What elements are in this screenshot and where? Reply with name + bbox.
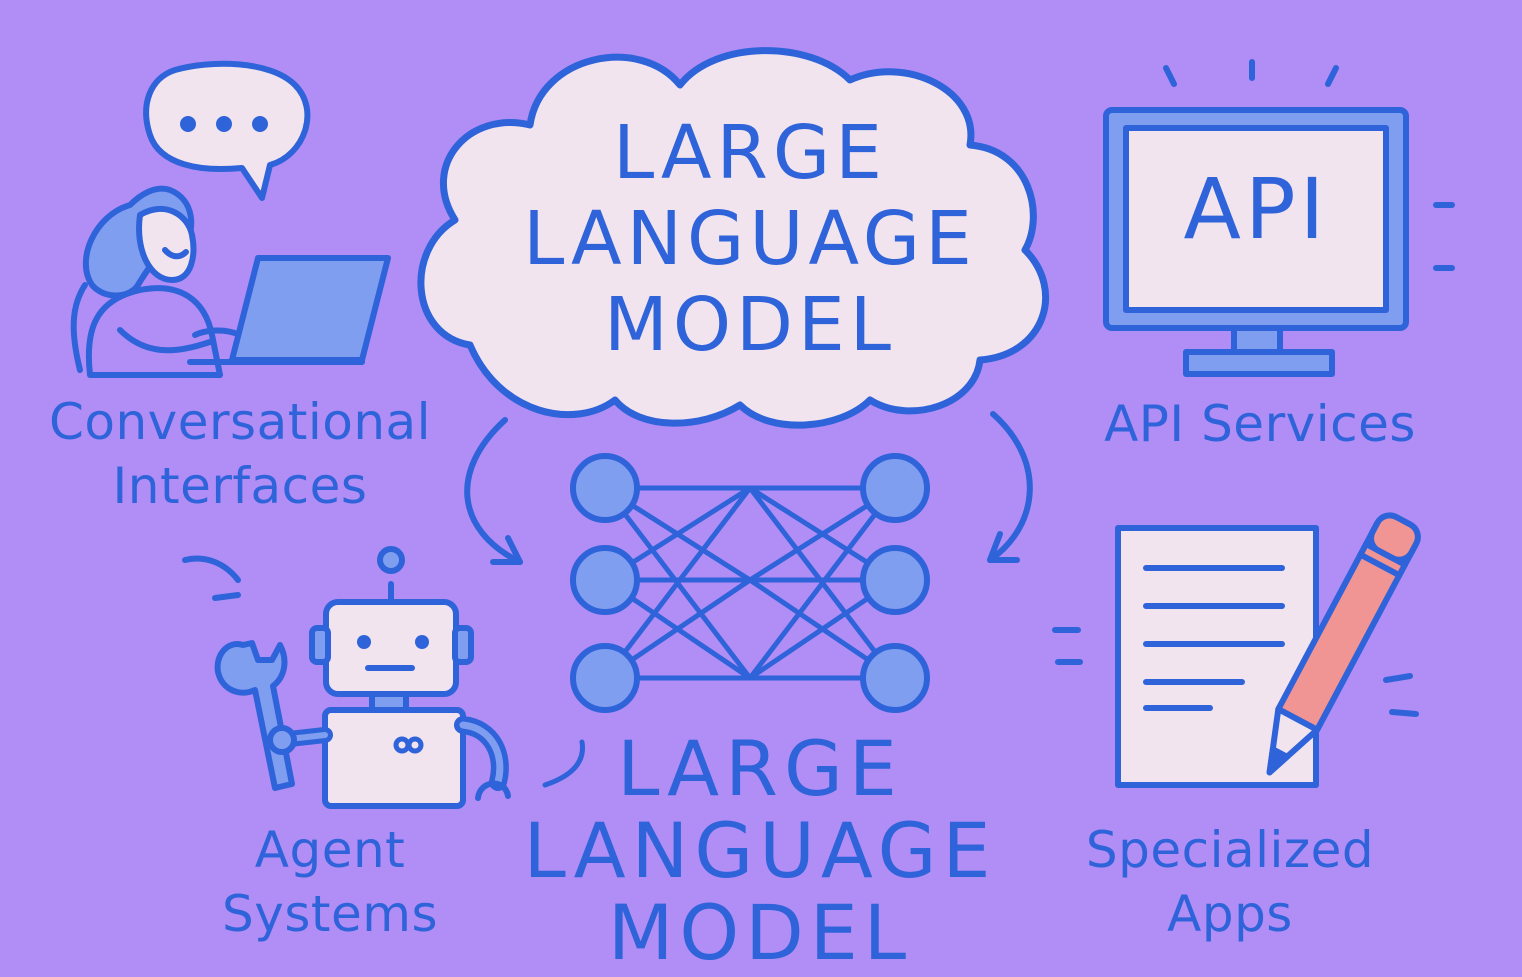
cloud-title-line: LANGUAGE — [523, 196, 977, 282]
cloud-shape — [417, 47, 1050, 429]
document-pencil-icon — [1052, 512, 1421, 788]
network-node — [860, 643, 930, 713]
squiggle-mark — [542, 739, 585, 788]
network-node — [860, 545, 930, 615]
robot-wrench-icon — [182, 546, 511, 809]
label-line: Conversational — [48, 393, 432, 451]
cloud-title-line: LARGE — [612, 110, 888, 196]
bottom-title-line: MODEL — [607, 888, 913, 977]
arrow-right — [987, 411, 1033, 563]
specialized-apps-label: Specialized Apps — [1060, 818, 1400, 946]
bottom-title-line: LANGUAGE — [523, 806, 997, 895]
cloud-title-line: MODEL — [603, 282, 897, 368]
network-node — [570, 453, 640, 523]
arrow-left — [464, 417, 523, 565]
conversational-interfaces-label: Conversational Interfaces — [40, 390, 440, 518]
neural-network-icon — [570, 453, 930, 713]
api-services-label: API Services — [1080, 392, 1440, 456]
network-node — [860, 453, 930, 523]
bottom-title-line: LARGE — [617, 724, 903, 813]
monitor-screen-text: API — [1183, 160, 1329, 258]
label-line: Systems — [222, 885, 438, 943]
cloud-title: LARGE LANGUAGE MODEL — [470, 110, 1030, 368]
label-line: API Services — [1104, 395, 1416, 453]
label-line: Agent — [254, 821, 406, 879]
label-line: Interfaces — [112, 457, 368, 515]
network-node — [570, 545, 640, 615]
label-line: Specialized — [1085, 821, 1375, 879]
network-edge — [602, 485, 753, 681]
network-edge — [747, 485, 898, 681]
person-laptop-chat-icon — [70, 60, 391, 378]
network-node — [570, 643, 640, 713]
bottom-title: LARGE LANGUAGE MODEL — [500, 728, 1020, 974]
label-line: Apps — [1167, 885, 1293, 943]
monitor-icon — [1103, 59, 1455, 377]
agent-systems-label: Agent Systems — [180, 818, 480, 946]
